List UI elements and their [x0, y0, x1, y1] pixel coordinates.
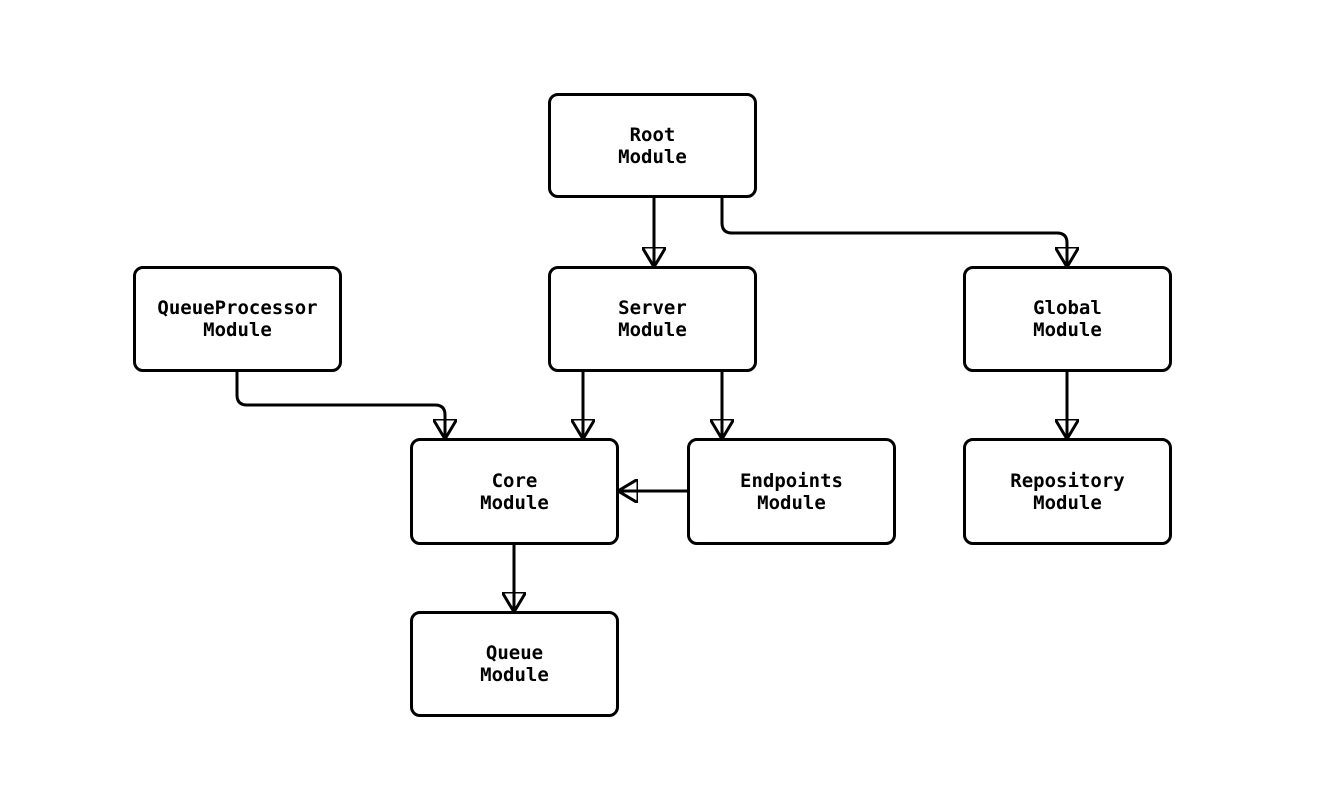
node-queue-module[interactable]: Queue Module	[410, 611, 619, 717]
node-repository-module[interactable]: Repository Module	[963, 438, 1172, 545]
node-server-module[interactable]: Server Module	[548, 266, 757, 372]
node-global-module[interactable]: Global Module	[963, 266, 1172, 372]
node-server-module-label: Server Module	[618, 297, 687, 341]
edge-queueprocessor-to-core	[235, 372, 445, 438]
node-queueprocessor-module[interactable]: QueueProcessor Module	[133, 266, 342, 372]
node-root-module[interactable]: Root Module	[548, 93, 757, 198]
node-endpoints-module-label: Endpoints Module	[740, 469, 843, 514]
node-endpoints-module[interactable]: Endpoints Module	[687, 438, 896, 545]
node-repository-module-label: Repository Module	[1010, 469, 1125, 514]
node-queue-module-label: Queue Module	[480, 642, 549, 686]
node-core-module[interactable]: Core Module	[410, 438, 619, 545]
edge-root-to-global	[720, 198, 1067, 266]
node-core-module-label: Core Module	[480, 469, 549, 514]
node-global-module-label: Global Module	[1033, 297, 1102, 341]
node-root-module-label: Root Module	[618, 123, 687, 168]
node-queueprocessor-module-label: QueueProcessor Module	[157, 297, 318, 341]
